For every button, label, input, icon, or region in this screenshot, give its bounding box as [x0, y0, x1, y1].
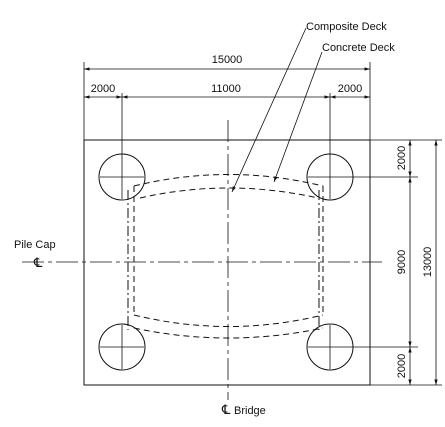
bridge-centerline-symbol: ℄ — [221, 402, 231, 417]
concrete-deck-outline — [133, 187, 324, 339]
composite-deck-leader — [231, 27, 307, 193]
dim-top-offset: 2000 — [396, 146, 408, 170]
pile-cap-centerline-symbol: ℄ — [33, 255, 43, 270]
dim-pile-spacing-x: 11000 — [211, 83, 241, 95]
dim-left-offset: 2000 — [91, 83, 115, 95]
dim-overall-width: 15000 — [212, 54, 243, 66]
dim-overall-height: 13000 — [422, 247, 434, 278]
dim-bottom-offset: 2000 — [396, 354, 408, 378]
dim-right-offset: 2000 — [338, 83, 362, 95]
deck-side-lines — [127, 190, 320, 330]
right-dimensions — [352, 139, 442, 386]
pile-cap-label: Pile Cap — [14, 239, 56, 251]
dim-pile-spacing-y: 9000 — [396, 250, 408, 274]
composite-deck-label: Composite Deck — [306, 21, 387, 33]
top-dimensions — [83, 62, 371, 155]
bridge-label: Bridge — [234, 405, 266, 417]
pile-center-marks — [100, 155, 352, 369]
concrete-deck-leader — [273, 51, 323, 183]
pile-bottom-left — [98, 323, 146, 371]
concrete-deck-label: Concrete Deck — [322, 42, 395, 54]
pile-cap-outline — [83, 139, 371, 386]
composite-deck-outline — [133, 174, 324, 327]
